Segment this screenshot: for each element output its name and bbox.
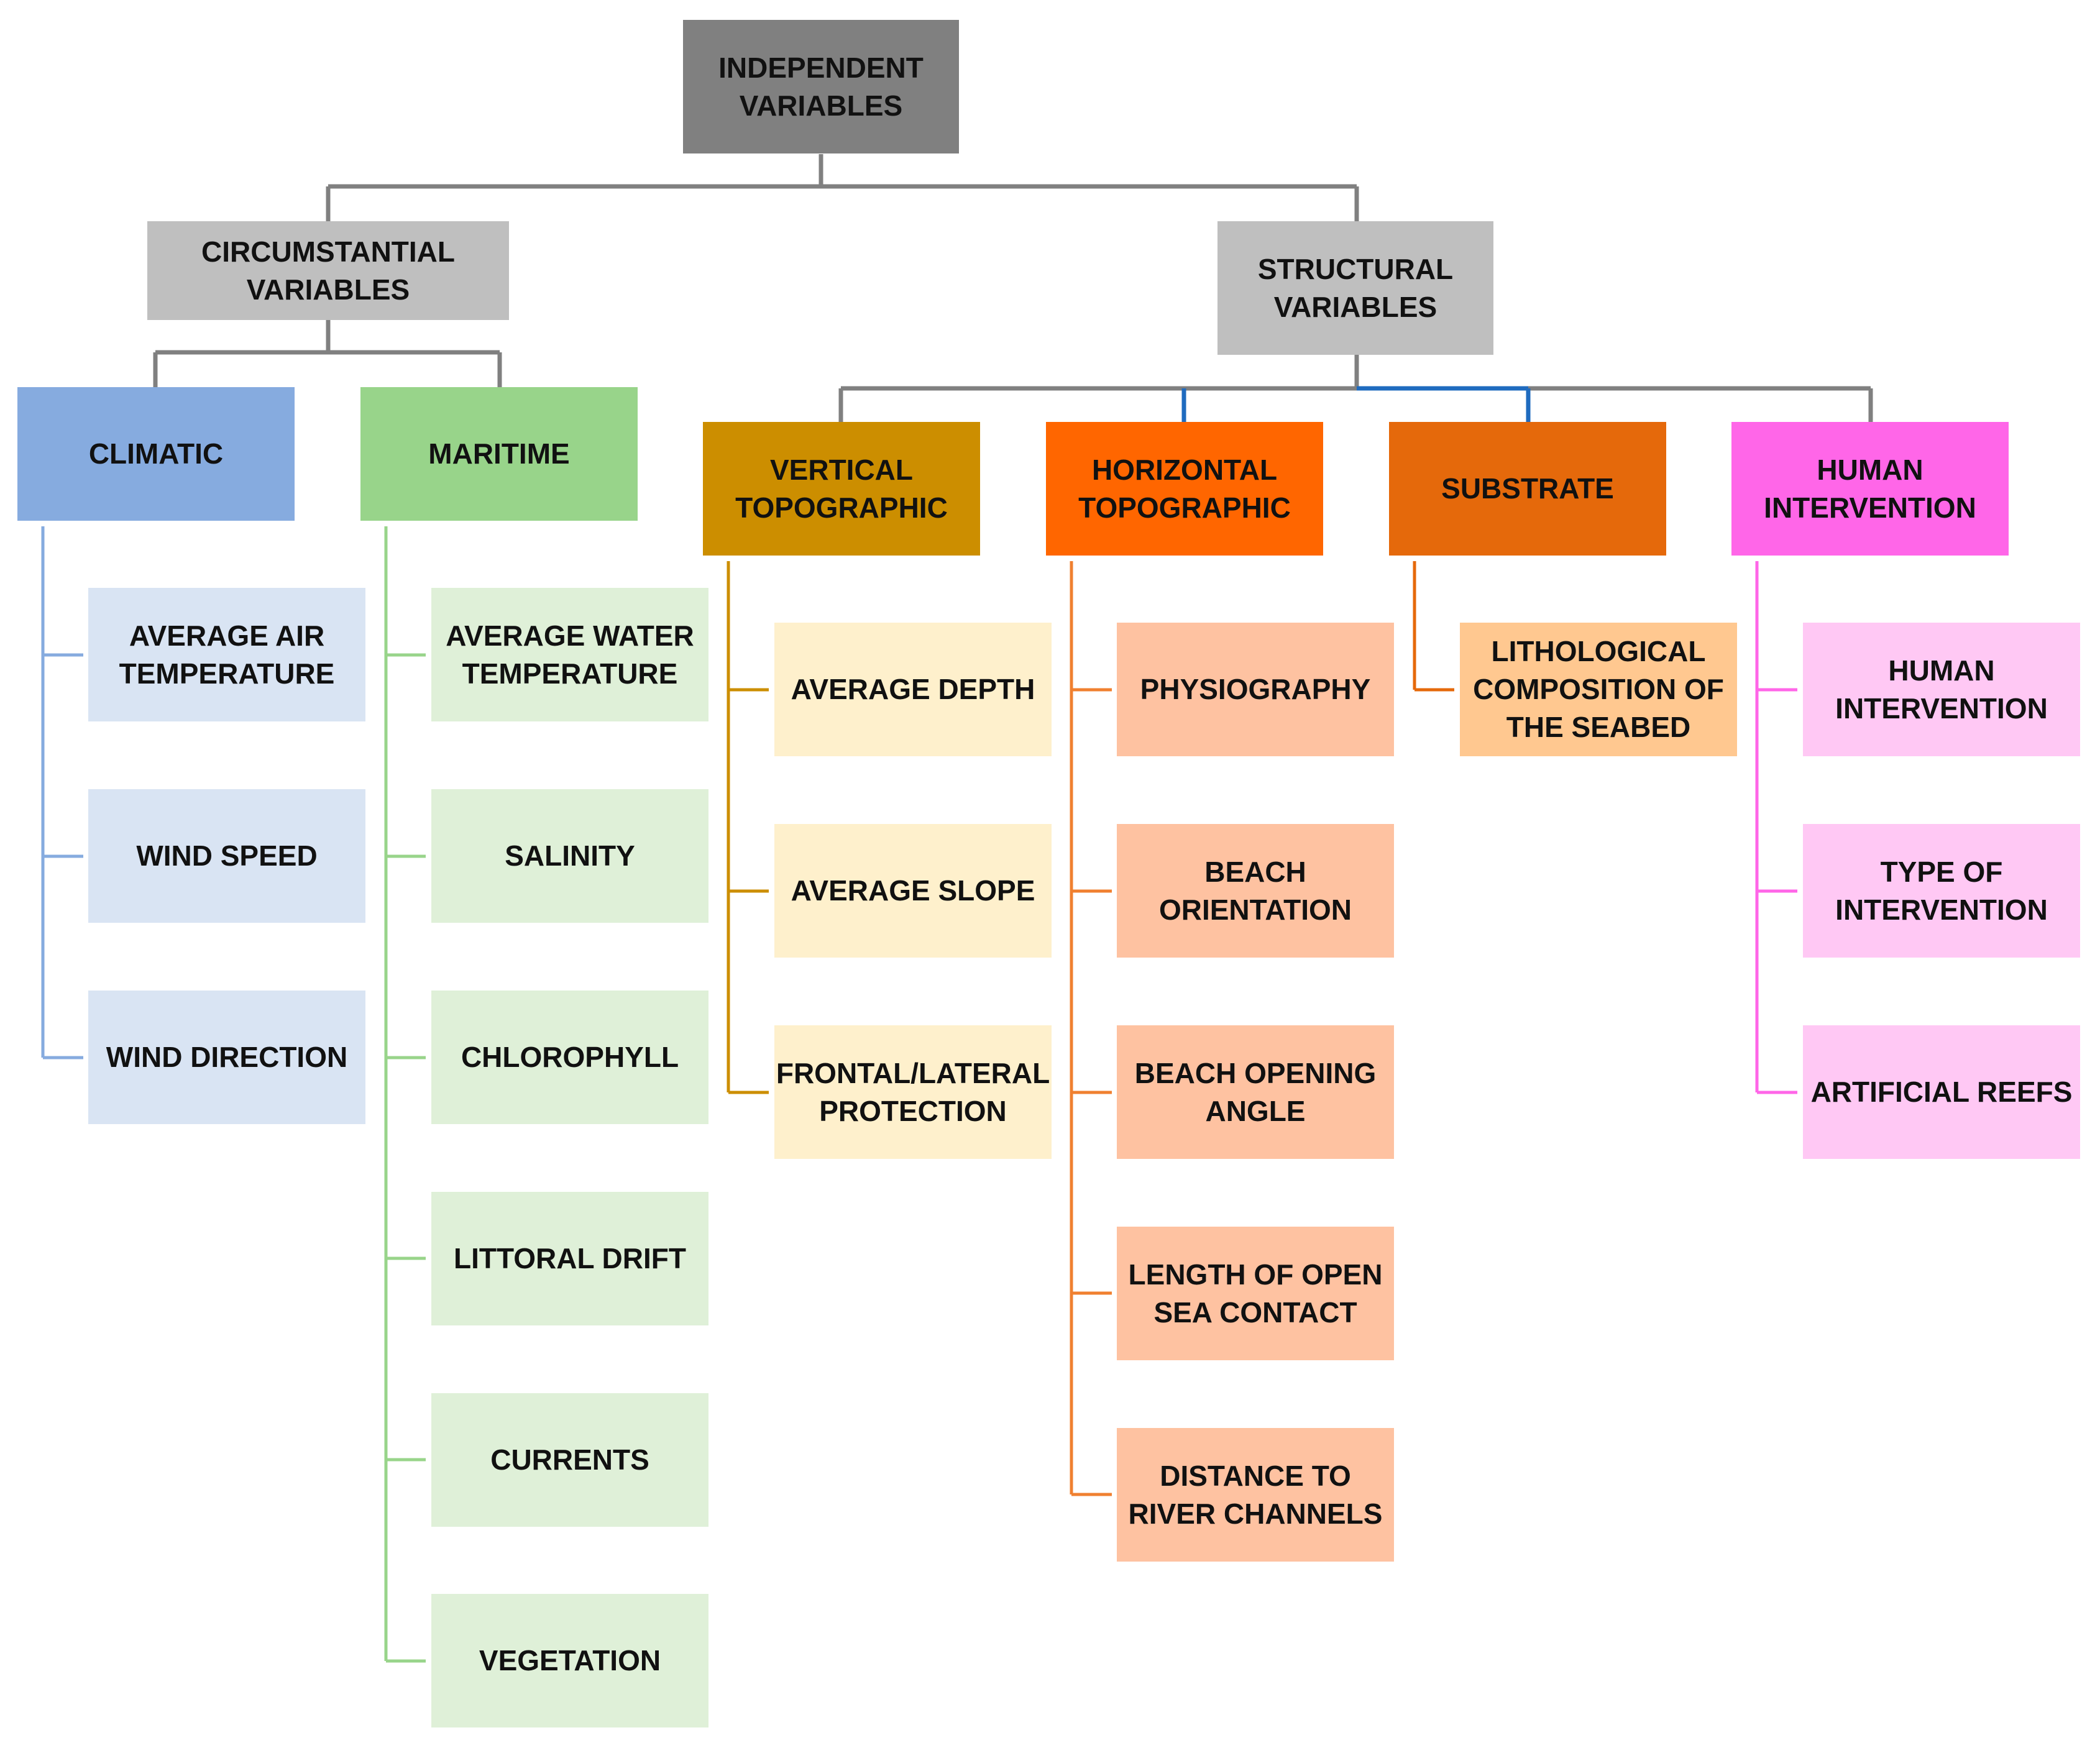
group-node-circumstantial-variables: CIRCUMSTANTIAL VARIABLES: [147, 221, 509, 320]
leaf-node-currents: CURRENTS: [431, 1393, 708, 1527]
group-node-structural-variables: STRUCTURAL VARIABLES: [1217, 221, 1493, 355]
leaf-node-distance-to-river-channels: DISTANCE TO RIVER CHANNELS: [1117, 1428, 1394, 1562]
leaf-node-lithological-composition: LITHOLOGICAL COMPOSITION OF THE SEABED: [1460, 623, 1737, 756]
leaf-node-frontal-lateral-protection: FRONTAL/LATERAL PROTECTION: [774, 1025, 1052, 1159]
leaf-node-wind-speed: WIND SPEED: [88, 789, 365, 923]
leaf-node-average-water-temperature: AVERAGE WATER TEMPERATURE: [431, 588, 708, 721]
leaf-node-type-of-intervention: TYPE OF INTERVENTION: [1803, 824, 2080, 958]
leaf-node-artificial-reefs: ARTIFICIAL REEFS: [1803, 1025, 2080, 1159]
leaf-node-average-depth: AVERAGE DEPTH: [774, 623, 1052, 756]
leaf-node-beach-opening-angle: BEACH OPENING ANGLE: [1117, 1025, 1394, 1159]
leaf-node-vegetation: VEGETATION: [431, 1594, 708, 1727]
root-node-independent-variables: INDEPENDENT VARIABLES: [683, 20, 959, 153]
leaf-node-physiography: PHYSIOGRAPHY: [1117, 623, 1394, 756]
category-node-maritime: MARITIME: [360, 387, 638, 521]
category-node-horizontal-topographic: HORIZONTAL TOPOGRAPHIC: [1046, 422, 1323, 556]
leaf-node-salinity: SALINITY: [431, 789, 708, 923]
category-node-climatic: CLIMATIC: [17, 387, 295, 521]
leaf-node-wind-direction: WIND DIRECTION: [88, 991, 365, 1124]
leaf-node-average-slope: AVERAGE SLOPE: [774, 824, 1052, 958]
leaf-node-chlorophyll: CHLOROPHYLL: [431, 991, 708, 1124]
category-node-substrate: SUBSTRATE: [1389, 422, 1666, 556]
leaf-node-average-air-temperature: AVERAGE AIR TEMPERATURE: [88, 588, 365, 721]
leaf-node-human-intervention: HUMAN INTERVENTION: [1803, 623, 2080, 756]
category-node-vertical-topographic: VERTICAL TOPOGRAPHIC: [703, 422, 980, 556]
leaf-node-beach-orientation: BEACH ORIENTATION: [1117, 824, 1394, 958]
leaf-node-length-of-open-sea-contact: LENGTH OF OPEN SEA CONTACT: [1117, 1227, 1394, 1360]
category-node-human-intervention: HUMAN INTERVENTION: [1731, 422, 2009, 556]
leaf-node-littoral-drift: LITTORAL DRIFT: [431, 1192, 708, 1325]
